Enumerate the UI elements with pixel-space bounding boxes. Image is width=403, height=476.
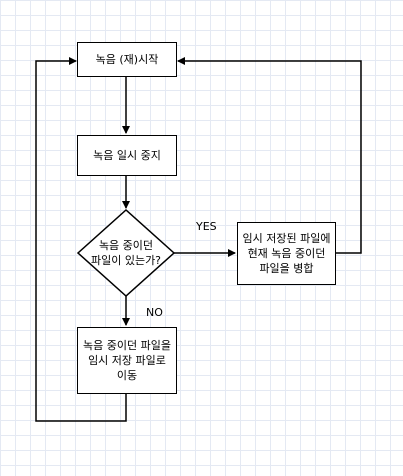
yes-label: YES — [196, 220, 217, 233]
merge-file-node: 임시 저장된 파일에 현재 녹음 중이던 파일을 병합 — [237, 222, 336, 285]
pause-recording-node: 녹음 일시 중지 — [77, 135, 177, 176]
start-recording-node: 녹음 (재)시작 — [77, 42, 177, 77]
decision-text: 녹음 중이던 파일이 있는가? — [90, 239, 162, 267]
arrow-merge-to-start — [177, 57, 362, 254]
arrow-move-to-start — [35, 57, 127, 422]
move-file-node: 녹음 중이던 파일을 임시 저장 파일로 이동 — [77, 327, 177, 394]
no-label: NO — [146, 306, 163, 319]
decision-diamond — [76, 208, 176, 298]
